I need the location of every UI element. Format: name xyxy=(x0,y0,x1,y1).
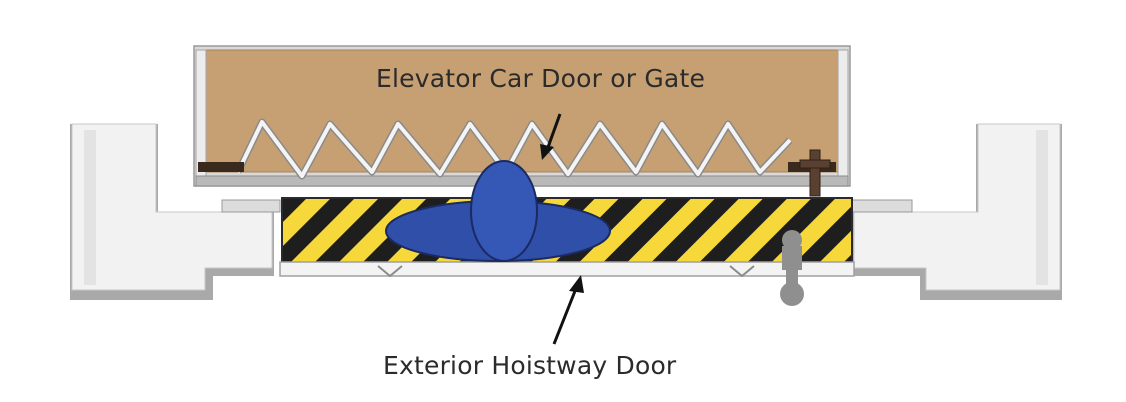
gate-latch xyxy=(799,149,831,197)
person-top-view-icon xyxy=(385,160,611,262)
right-hoistway-wall xyxy=(852,123,1062,300)
arrow-car-door xyxy=(540,113,562,160)
interlock-pin xyxy=(780,230,804,306)
left-hoistway-wall xyxy=(70,123,274,300)
car-door-label: Elevator Car Door or Gate xyxy=(376,64,706,93)
hoistway-door-label: Exterior Hoistway Door xyxy=(383,351,677,380)
arrow-hoistway-door xyxy=(552,275,584,345)
elevator-car xyxy=(193,45,851,187)
